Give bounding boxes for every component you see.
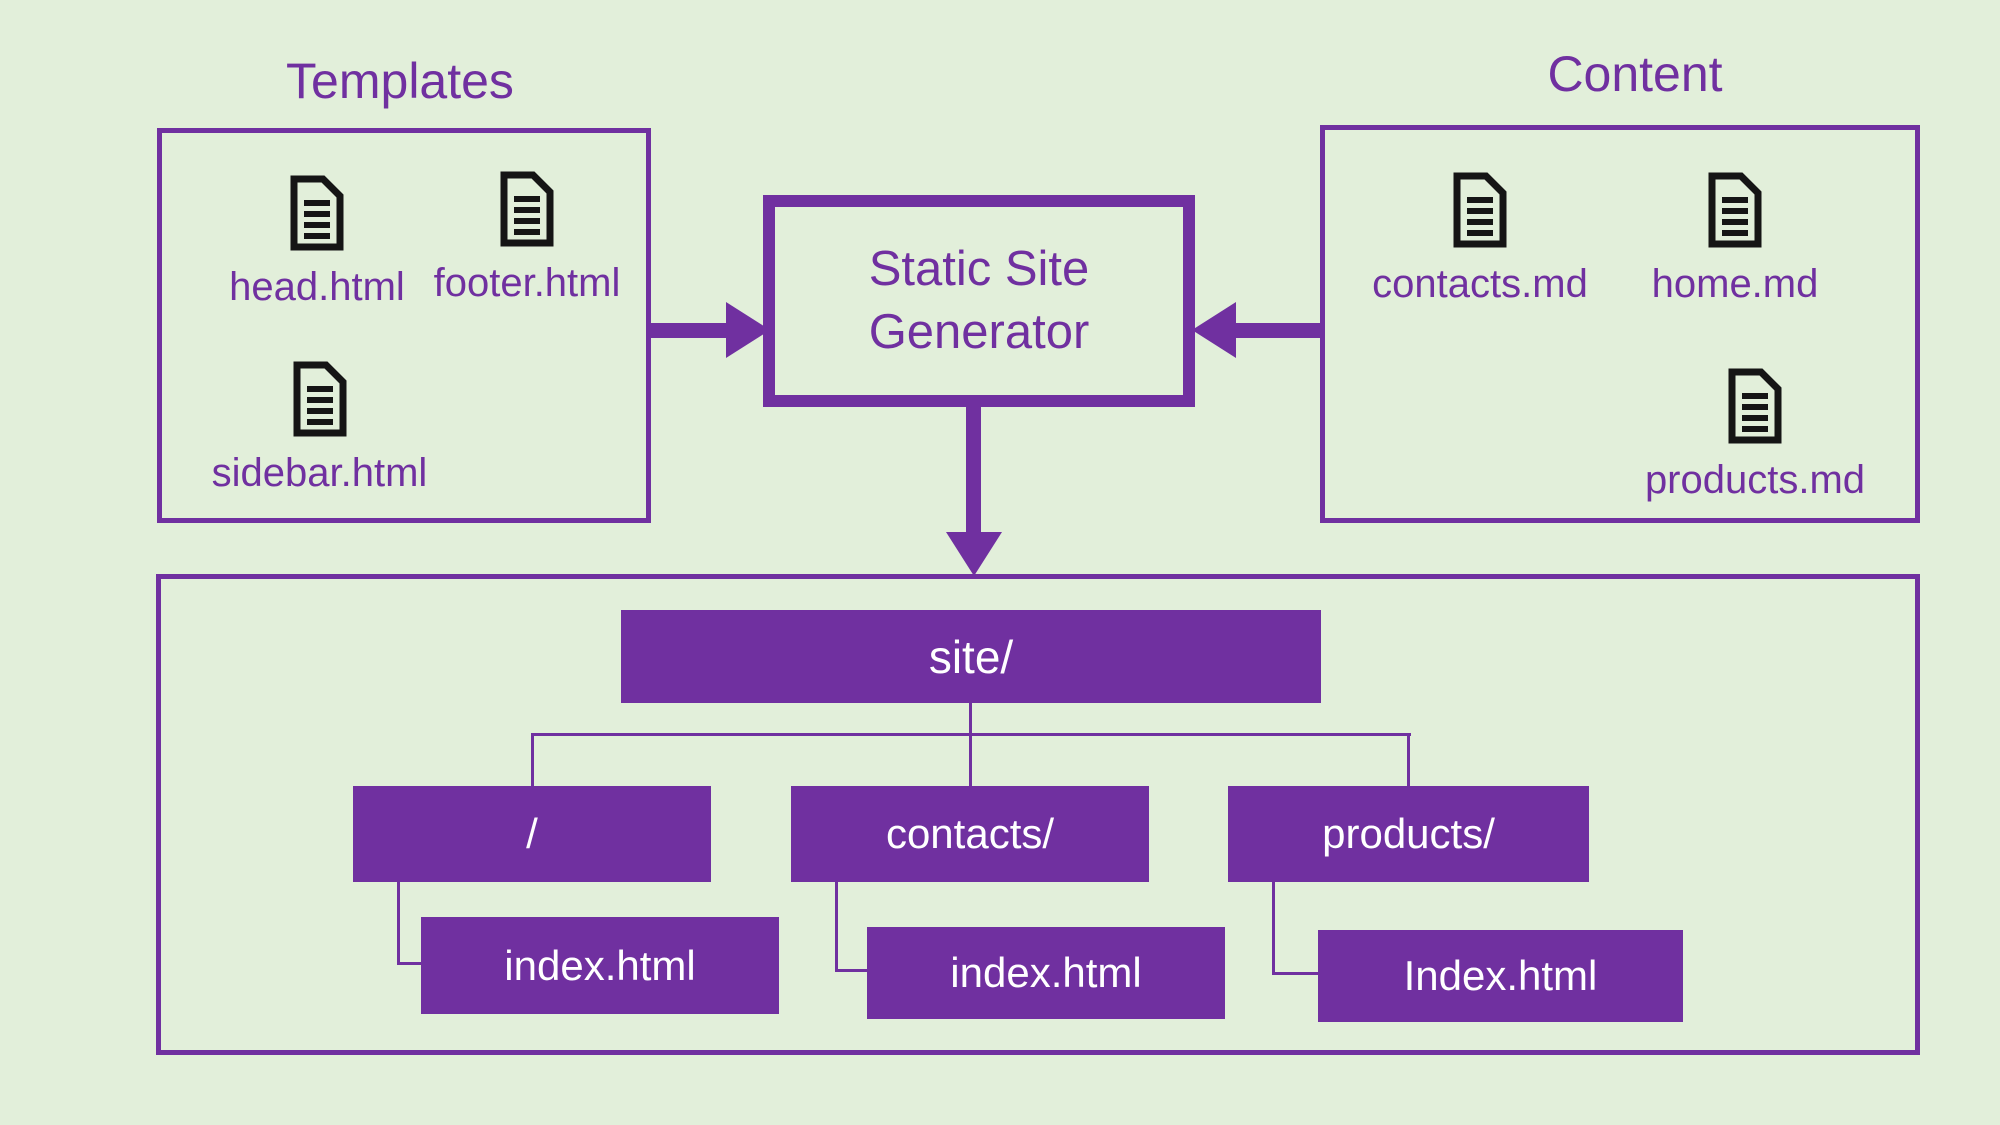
elbow-root-horizontal: [397, 962, 423, 965]
generator-box: Static Site Generator: [763, 195, 1195, 407]
file-label: footer.html: [433, 261, 621, 305]
file-label: products.md: [1644, 458, 1866, 502]
file-label: contacts.md: [1372, 262, 1588, 306]
document-icon: [500, 171, 554, 247]
generator-label-line1: Static Site: [868, 242, 1090, 297]
file-item-contacts-md: contacts.md: [1355, 172, 1605, 304]
tree-node-root-folder: /: [353, 786, 711, 882]
document-icon: [290, 175, 344, 251]
arrow-right-icon: [726, 302, 770, 358]
arrow-down-icon: [946, 532, 1002, 576]
elbow-root-vertical: [397, 880, 400, 965]
tree-node-products-index: Index.html: [1318, 930, 1683, 1022]
tree-leg-contacts: [969, 733, 972, 787]
elbow-products-horizontal: [1272, 972, 1320, 975]
document-icon: [293, 361, 346, 437]
file-label: sidebar.html: [211, 451, 428, 495]
tree-node-root-index: index.html: [421, 917, 779, 1014]
file-item-sidebar-html: sidebar.html: [187, 361, 452, 493]
tree-node-products-folder: products/: [1228, 786, 1589, 882]
tree-node-contacts-index: index.html: [867, 927, 1225, 1019]
content-panel: contacts.md home.md products.md: [1320, 125, 1920, 523]
file-item-products-md: products.md: [1615, 368, 1895, 500]
file-item-footer-html: footer.html: [407, 171, 647, 303]
elbow-contacts-vertical: [835, 880, 838, 972]
generator-label-line2: Generator: [868, 305, 1090, 359]
document-icon: [1453, 172, 1507, 248]
content-title: Content: [1547, 46, 1723, 102]
tree-stem-line: [969, 701, 972, 734]
elbow-products-vertical: [1272, 880, 1275, 975]
file-item-home-md: home.md: [1620, 172, 1850, 304]
tree-leg-root: [531, 733, 534, 787]
templates-title: Templates: [286, 53, 514, 109]
templates-panel: head.html footer.html sidebar.html: [157, 128, 651, 523]
file-label: home.md: [1651, 262, 1819, 306]
arrow-left-icon: [1192, 302, 1236, 358]
tree-leg-products: [1407, 733, 1410, 787]
elbow-contacts-horizontal: [835, 969, 869, 972]
tree-node-contacts-folder: contacts/: [791, 786, 1149, 882]
output-container: [156, 574, 1920, 1055]
tree-node-site: site/: [621, 610, 1321, 703]
document-icon: [1728, 368, 1782, 444]
file-label: head.html: [229, 265, 405, 309]
document-icon: [1708, 172, 1762, 248]
file-item-head-html: head.html: [207, 175, 427, 307]
